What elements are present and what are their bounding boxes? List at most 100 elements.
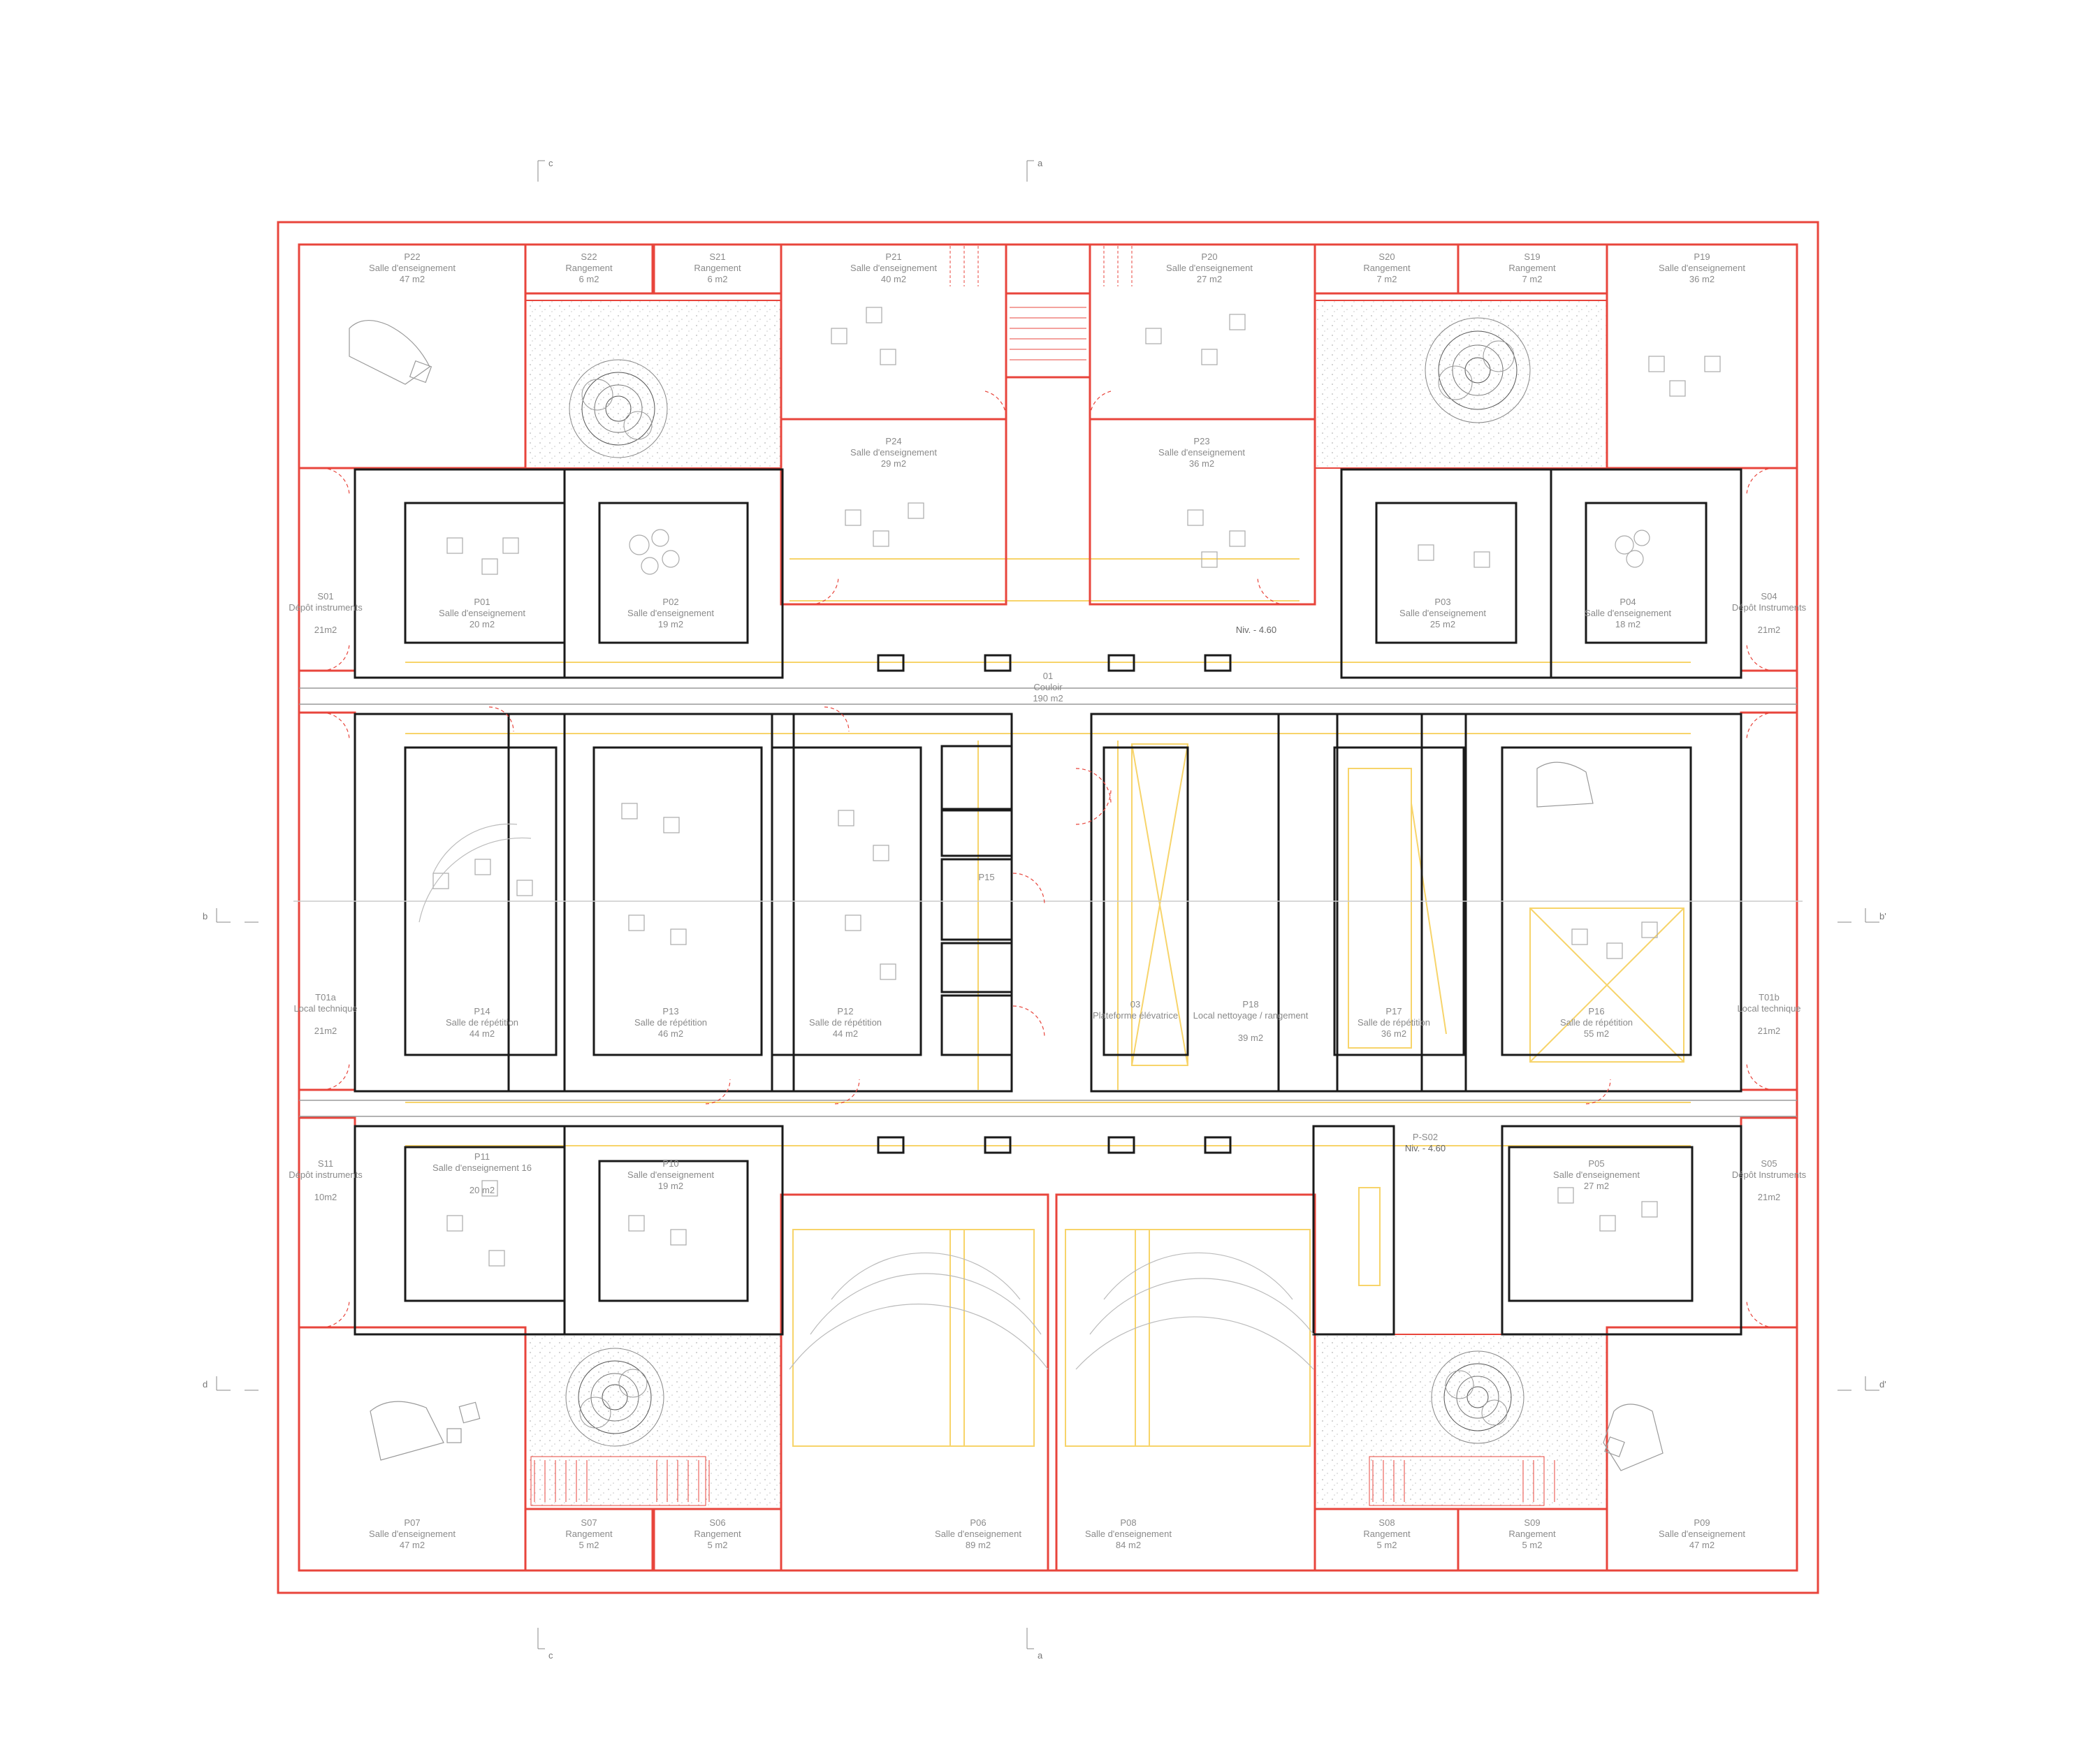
svg-text:P18: P18 — [1242, 999, 1258, 1009]
tree-icon — [1425, 317, 1531, 423]
room-block-p13 — [507, 713, 795, 1093]
courtyard-sw — [525, 1334, 782, 1510]
svg-text:P16: P16 — [1588, 1006, 1604, 1016]
courtyard-ne — [1314, 300, 1608, 469]
svg-text:Plateforme élévatrice: Plateforme élévatrice — [1093, 1010, 1178, 1021]
svg-text:P21: P21 — [885, 252, 901, 262]
svg-text:25 m2: 25 m2 — [1430, 619, 1455, 629]
courtyard-nw — [525, 300, 782, 469]
svg-text:10m2: 10m2 — [314, 1192, 337, 1202]
svg-text:Salle de répétition: Salle de répétition — [634, 1017, 707, 1028]
svg-text:S20: S20 — [1378, 252, 1395, 262]
svg-text:Rangement: Rangement — [565, 263, 613, 273]
svg-text:19 m2: 19 m2 — [658, 619, 683, 629]
svg-text:03: 03 — [1130, 999, 1140, 1009]
svg-text:Rangement: Rangement — [1363, 1529, 1411, 1539]
tree-icon — [1431, 1350, 1524, 1444]
svg-text:P09: P09 — [1694, 1517, 1710, 1528]
svg-text:P15: P15 — [978, 872, 994, 882]
svg-text:Salle d'enseignement: Salle d'enseignement — [1158, 447, 1245, 458]
svg-text:P02: P02 — [662, 597, 678, 607]
svg-text:P04: P04 — [1620, 597, 1636, 607]
svg-text:44 m2: 44 m2 — [470, 1028, 495, 1039]
svg-text:89 m2: 89 m2 — [966, 1540, 991, 1550]
svg-text:Salle d'enseignement: Salle d'enseignement — [1659, 263, 1745, 273]
svg-text:Salle de répétition: Salle de répétition — [446, 1017, 518, 1028]
svg-text:Rangement: Rangement — [565, 1529, 613, 1539]
svg-text:P24: P24 — [885, 436, 901, 446]
svg-text:P12: P12 — [837, 1006, 853, 1016]
svg-text:47 m2: 47 m2 — [400, 274, 425, 284]
room-block-p04 — [1550, 468, 1742, 679]
svg-text:b': b' — [1879, 911, 1886, 921]
svg-text:7 m2: 7 m2 — [1522, 274, 1543, 284]
south-partitions — [298, 1193, 1798, 1572]
svg-text:5 m2: 5 m2 — [579, 1540, 599, 1550]
svg-text:84 m2: 84 m2 — [1116, 1540, 1141, 1550]
room-label-ps02: P-S02 — [1413, 1132, 1438, 1142]
corridor-lines — [293, 687, 1803, 1117]
svg-text:d': d' — [1879, 1379, 1886, 1390]
svg-text:Salle d'enseignement 16: Salle d'enseignement 16 — [432, 1162, 532, 1173]
svg-text:Salle de répétition: Salle de répétition — [1358, 1017, 1430, 1028]
svg-text:44 m2: 44 m2 — [833, 1028, 858, 1039]
stairs-south — [530, 1456, 1555, 1506]
svg-text:21m2: 21m2 — [1758, 1192, 1781, 1202]
svg-text:Salle d'enseignement: Salle d'enseignement — [1553, 1169, 1640, 1180]
svg-text:Salle d'enseignement: Salle d'enseignement — [1085, 1529, 1172, 1539]
svg-text:01: 01 — [1043, 671, 1053, 681]
svg-text:P03: P03 — [1434, 597, 1450, 607]
svg-text:Rangement: Rangement — [1363, 263, 1411, 273]
room-block-p14 — [354, 713, 566, 1093]
svg-text:21m2: 21m2 — [314, 1026, 337, 1036]
svg-text:c: c — [548, 1650, 553, 1661]
svg-text:P23: P23 — [1193, 436, 1209, 446]
svg-text:Rangement: Rangement — [1508, 1529, 1556, 1539]
svg-text:39 m2: 39 m2 — [1238, 1033, 1263, 1043]
svg-text:P10: P10 — [662, 1158, 678, 1169]
svg-text:Salle d'enseignement: Salle d'enseignement — [1166, 263, 1253, 273]
svg-text:27 m2: 27 m2 — [1197, 274, 1222, 284]
svg-text:P22: P22 — [404, 252, 420, 262]
svg-text:20 m2: 20 m2 — [470, 619, 495, 629]
svg-text:Salle de répétition: Salle de répétition — [1560, 1017, 1633, 1028]
svg-text:Salle d'enseignement: Salle d'enseignement — [1399, 608, 1486, 618]
svg-text:Salle d'enseignement: Salle d'enseignement — [439, 608, 525, 618]
svg-text:S19: S19 — [1524, 252, 1540, 262]
svg-text:P11: P11 — [474, 1151, 490, 1162]
svg-text:7 m2: 7 m2 — [1377, 274, 1397, 284]
svg-text:40 m2: 40 m2 — [881, 274, 906, 284]
svg-text:S11: S11 — [318, 1158, 333, 1169]
svg-text:21m2: 21m2 — [1758, 625, 1781, 635]
svg-text:5 m2: 5 m2 — [1377, 1540, 1397, 1550]
svg-text:36 m2: 36 m2 — [1189, 458, 1214, 469]
svg-text:6 m2: 6 m2 — [708, 274, 728, 284]
piano-icon — [1603, 1404, 1664, 1471]
svg-text:S06: S06 — [709, 1517, 725, 1528]
svg-text:Rangement: Rangement — [694, 1529, 741, 1539]
svg-text:P19: P19 — [1694, 252, 1710, 262]
svg-text:S21: S21 — [709, 252, 725, 262]
svg-text:Rangement: Rangement — [694, 263, 741, 273]
section-marker-labels: c a b b' d d' c a — [203, 158, 1886, 1661]
svg-text:Local technique: Local technique — [1737, 1003, 1800, 1014]
piano-icon — [370, 1401, 444, 1461]
svg-text:b: b — [203, 911, 208, 921]
svg-text:190 m2: 190 m2 — [1033, 693, 1063, 704]
